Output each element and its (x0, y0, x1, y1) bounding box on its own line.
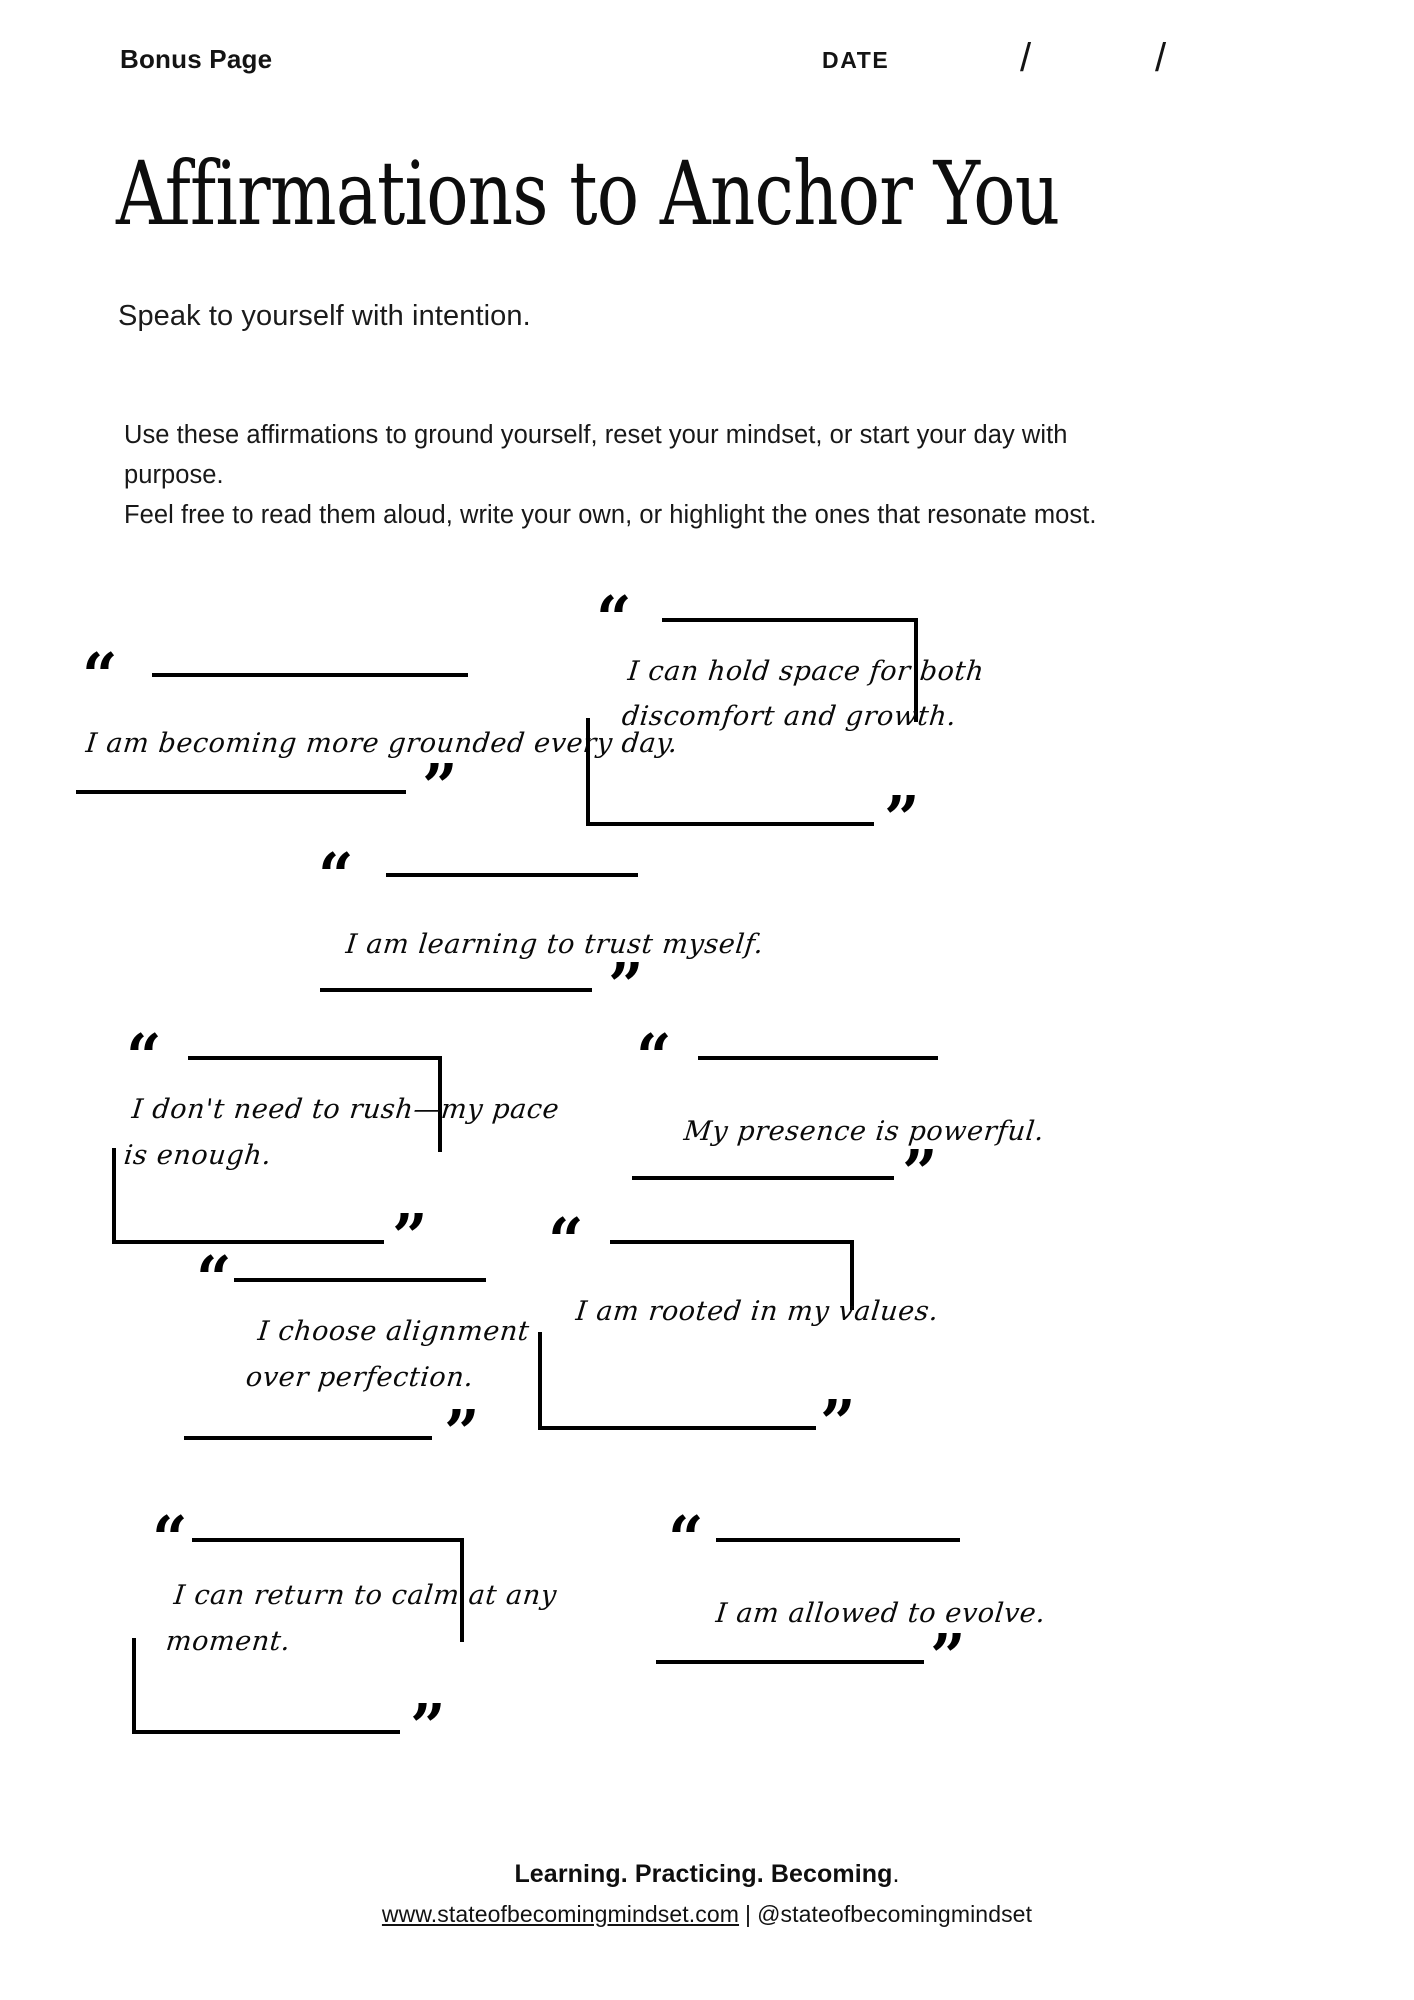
page-header: Bonus Page DATE / / (0, 36, 1414, 88)
footer-social-handle[interactable]: @stateofbecomingmindset (757, 1901, 1033, 1927)
quote-open-icon: “ (548, 1204, 584, 1277)
footer-separator: | (745, 1901, 752, 1927)
footer-links: www.stateofbecomingmindset.com|@stateofb… (0, 1901, 1414, 1928)
card-rule-top (662, 618, 918, 622)
affirmation-card-presence: “ My presence is powerful. ” (632, 1026, 1046, 1204)
intro-paragraph: Use these affirmations to ground yoursel… (124, 415, 1154, 535)
affirmation-card-rooted: “ I am rooted in my values. ” (538, 1210, 940, 1454)
card-rule-bottom (76, 790, 406, 794)
card-rule-top (152, 673, 468, 677)
affirmation-card-alignment: “ I choose alignment over perfection. ” (184, 1248, 531, 1469)
quote-open-icon: “ (196, 1242, 232, 1315)
quote-open-icon: “ (152, 1502, 188, 1575)
date-slash-second: / (1155, 36, 1167, 80)
quote-open-icon: “ (668, 1502, 704, 1575)
affirmation-text-line-1: I don't need to rush—my pace (130, 1094, 561, 1125)
quote-open-icon: “ (636, 1020, 672, 1093)
affirmation-text-line-2: discomfort and growth. (620, 701, 958, 732)
card-rule-bottom (112, 1240, 384, 1244)
card-rule-bottom (632, 1176, 894, 1180)
affirmation-text: I am becoming more grounded every day. (84, 728, 680, 759)
page-subtitle: Speak to yourself with intention. (118, 300, 531, 332)
affirmation-text: My presence is powerful. (682, 1116, 1046, 1147)
affirmation-text: I am learning to trust myself. (344, 929, 766, 960)
quote-close-icon: ” (422, 750, 458, 823)
card-rule-right-vertical (850, 1240, 854, 1310)
affirmation-text: I am rooted in my values. (574, 1296, 941, 1327)
affirmation-card-hold-space: “ I can hold space for both discomfort a… (586, 588, 986, 850)
card-rule-top (698, 1056, 938, 1060)
footer-tagline-text: Learning. Practicing. Becoming (514, 1860, 893, 1888)
card-rule-top (716, 1538, 960, 1542)
affirmation-text-line-1: I choose alignment (256, 1316, 532, 1347)
affirmation-card-grounded: “ I am becoming more grounded every day.… (76, 639, 679, 825)
intro-line-1: Use these affirmations to ground yoursel… (124, 421, 1068, 489)
card-rule-bottom (538, 1426, 816, 1430)
bonus-page-label: Bonus Page (120, 44, 273, 74)
footer-tagline: Learning. Practicing. Becoming. (0, 1860, 1414, 1889)
card-rule-top (192, 1538, 464, 1542)
affirmation-text-line-1: I can hold space for both (626, 656, 986, 687)
quote-close-icon: ” (884, 782, 920, 855)
card-rule-left-vertical (112, 1148, 116, 1244)
date-label: DATE (822, 47, 890, 73)
card-rule-right-vertical (438, 1056, 442, 1152)
card-rule-bottom (320, 988, 592, 992)
card-rule-left-vertical (586, 718, 590, 826)
quote-open-icon: “ (82, 639, 118, 712)
footer-tagline-period: . (892, 1860, 900, 1888)
affirmation-text-line-2: moment. (164, 1626, 293, 1657)
affirmation-text-line-2: is enough. (122, 1140, 274, 1171)
quote-open-icon: “ (126, 1020, 162, 1093)
affirmation-text-line-1: I can return to calm at any (172, 1580, 559, 1611)
quote-close-icon: ” (410, 1690, 446, 1763)
card-rule-top (610, 1240, 854, 1244)
card-rule-top (188, 1056, 442, 1060)
affirmation-card-calm: “ I can return to calm at any moment. ” (132, 1508, 558, 1758)
affirmation-card-trust: “ I am learning to trust myself. ” (318, 839, 765, 1017)
card-rule-right-vertical (460, 1538, 464, 1642)
footer-website-link[interactable]: www.stateofbecomingmindset.com (381, 1901, 740, 1927)
quote-close-icon: ” (392, 1200, 428, 1273)
card-rule-top (234, 1278, 486, 1282)
affirmation-card-evolve: “ I am allowed to evolve. ” (656, 1508, 1047, 1688)
quote-close-icon: ” (820, 1386, 856, 1459)
card-rule-bottom (586, 822, 874, 826)
page-title: Affirmations to Anchor You (116, 142, 1060, 245)
affirmation-text: I am allowed to evolve. (714, 1598, 1048, 1629)
quote-open-icon: “ (318, 839, 354, 912)
quote-close-icon: ” (930, 1620, 966, 1693)
card-rule-bottom (656, 1660, 924, 1664)
quote-close-icon: ” (902, 1136, 938, 1209)
card-rule-top (386, 873, 638, 877)
card-rule-left-vertical (132, 1638, 136, 1734)
card-rule-left-vertical (538, 1332, 542, 1430)
quote-close-icon: ” (608, 949, 644, 1022)
card-rule-right-vertical (914, 618, 918, 722)
intro-line-2: Feel free to read them aloud, write your… (124, 501, 1097, 529)
quote-close-icon: ” (444, 1396, 480, 1469)
card-rule-bottom (184, 1436, 432, 1440)
page-footer: Learning. Practicing. Becoming. www.stat… (0, 1860, 1414, 1928)
affirmation-card-pace: “ I don't need to rush—my pace is enough… (112, 1026, 561, 1268)
affirmation-text-line-2: over perfection. (244, 1362, 476, 1393)
quote-open-icon: “ (596, 582, 632, 655)
card-rule-bottom (132, 1730, 400, 1734)
date-slash-first: / (1020, 36, 1032, 80)
